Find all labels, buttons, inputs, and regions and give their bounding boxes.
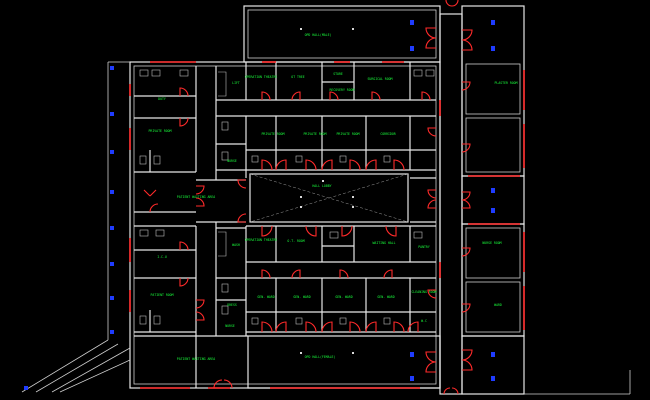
label-gen-c: GEN. WARD — [335, 295, 352, 299]
label-ops-top-2: OT TREE — [291, 75, 305, 79]
label-ot-bottom: O.T. ROOM — [287, 239, 304, 243]
label-duty: DUTY — [158, 97, 166, 101]
label-rt-mid: NURSE ROOM — [482, 241, 501, 245]
label-rt-low: WARD — [494, 303, 502, 307]
hall-diagonals — [249, 173, 409, 223]
label-corridor-top: CORRIDOR — [380, 132, 395, 136]
label-nurse-top: NURSE — [227, 159, 237, 163]
label-waiting: WAITING HALL — [372, 241, 395, 245]
interior-walls — [134, 62, 436, 388]
label-private-left: PRIVATE ROOM — [148, 129, 171, 133]
label-dress: DRESS — [227, 303, 237, 307]
label-lift: LIFT — [232, 81, 240, 85]
label-gen-a: GEN. WARD — [257, 295, 274, 299]
label-gen-b: GEN. WARD — [293, 295, 310, 299]
label-private-top-c: PRIVATE ROOM — [336, 132, 359, 136]
label-hall: HALL LOBBY — [312, 184, 331, 188]
label-cleaning: CLEANING ROOM — [412, 290, 437, 294]
window-markers — [24, 20, 495, 390]
label-wc: W.C — [421, 319, 427, 323]
label-ward-left: PATIENT ROOM — [150, 293, 173, 297]
doors — [143, 0, 473, 395]
label-private-top-b: PRIVATE ROOM — [303, 132, 326, 136]
columns — [300, 28, 354, 354]
label-ops-top: OPERATION THEATRE — [245, 75, 278, 79]
label-private-top-a: PRIVATE ROOM — [261, 132, 284, 136]
exterior-walls — [21, 5, 631, 395]
label-recovery: RECOVERY ROOM — [330, 88, 355, 92]
label-top-wing: OPD HALL(MALE) — [305, 33, 332, 37]
label-wash: WASH — [232, 243, 240, 247]
windows — [129, 61, 525, 389]
label-rt-top: PLASTER ROOM — [494, 81, 517, 85]
fixtures — [139, 69, 435, 325]
label-pantry: PANTRY — [418, 245, 430, 249]
label-lower-corridor: PATIENT WAITING AREA — [177, 357, 215, 361]
room-labels: OPD HALL(MALE) OPD HALL(FEMALE) HALL LOB… — [148, 33, 517, 361]
label-surgical-top: SURGICAL ROOM — [368, 77, 393, 81]
label-bottom-wing: OPD HALL(FEMALE) — [305, 355, 336, 359]
label-store: STORE — [333, 72, 343, 76]
label-nurse-station: NURSE — [225, 324, 235, 328]
label-ops-bottom: OPERATION THEATRE — [245, 238, 278, 242]
label-icu: I.C.U — [157, 255, 167, 259]
label-gen-d: GEN. WARD — [377, 295, 394, 299]
label-upper-corridor: PATIENT WAITING AREA — [177, 195, 215, 199]
